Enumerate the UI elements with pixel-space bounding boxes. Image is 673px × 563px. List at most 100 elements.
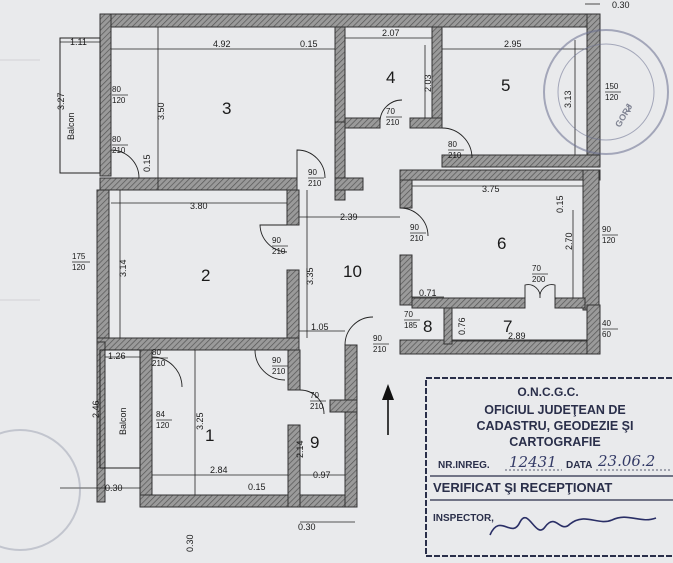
svg-text:200: 200	[532, 275, 546, 284]
dim-030-top: 0.30	[612, 0, 630, 10]
room-6-label: 6	[497, 234, 506, 253]
room-5-label: 5	[501, 76, 510, 95]
dim-335: 3.35	[305, 267, 315, 285]
dim-030-left: 0.30	[105, 483, 123, 493]
dim-105: 1.05	[311, 322, 329, 332]
dim-203: 2.03	[423, 74, 433, 92]
svg-text:90: 90	[308, 168, 317, 177]
room-4-label: 4	[386, 68, 395, 87]
stamp-line2: OFICIUL JUDEŢEAN DE	[484, 403, 625, 417]
dim-111: 1.11	[70, 37, 87, 47]
round-stamp-number: 1	[626, 104, 631, 114]
svg-text:120: 120	[602, 236, 616, 245]
svg-text:90: 90	[602, 225, 611, 234]
svg-text:185: 185	[404, 321, 418, 330]
svg-text:90: 90	[272, 356, 281, 365]
svg-text:120: 120	[605, 93, 619, 102]
dim-015-r6: 0.15	[555, 195, 565, 213]
dim-030-bottom: 0.30	[298, 522, 316, 532]
dim-492: 4.92	[213, 39, 231, 49]
svg-text:90: 90	[373, 334, 382, 343]
dimension-lines	[60, 3, 600, 523]
paper-marks	[0, 59, 40, 301]
entry-arrow	[382, 384, 394, 435]
svg-text:210: 210	[272, 367, 286, 376]
room-1-label: 1	[205, 426, 214, 445]
stamp-data-label: DATA	[566, 460, 592, 471]
dim-246: 2.46	[91, 400, 101, 418]
svg-text:210: 210	[272, 247, 286, 256]
room-9-label: 9	[310, 433, 319, 452]
room-3-label: 3	[222, 99, 231, 118]
svg-text:210: 210	[448, 151, 462, 160]
stamp-line3: CADASTRU, GEODEZIE ŞI	[477, 419, 634, 433]
dim-327: 3.27	[56, 92, 66, 110]
dim-126: 1.26	[108, 351, 126, 361]
room-2-label: 2	[201, 266, 210, 285]
svg-text:210: 210	[386, 118, 400, 127]
dim-076: 0.76	[457, 317, 467, 335]
dim-325: 3.25	[195, 412, 205, 430]
dim-270: 2.70	[564, 232, 574, 250]
dim-015-top: 0.15	[300, 39, 318, 49]
room-labels: 1 2 3 4 5 6 7 8 9 10	[201, 68, 512, 452]
dim-284: 2.84	[210, 465, 228, 475]
svg-text:210: 210	[373, 345, 387, 354]
dim-289: 2.89	[508, 331, 526, 341]
balcony-bottom-label: Balcon	[118, 407, 128, 435]
svg-text:210: 210	[410, 234, 424, 243]
svg-text:84: 84	[156, 410, 165, 419]
cadastre-stamp: O.N.C.G.C. OFICIUL JUDEŢEAN DE CADASTRU,…	[425, 377, 673, 557]
room-10-label: 10	[343, 262, 362, 281]
dim-380: 3.80	[190, 201, 208, 211]
svg-text:80: 80	[112, 135, 121, 144]
svg-text:210: 210	[308, 179, 322, 188]
svg-text:60: 60	[602, 330, 611, 339]
balconies	[59, 37, 141, 469]
svg-text:120: 120	[112, 96, 126, 105]
stamp-nr-value: 12431	[509, 453, 557, 471]
dim-207: 2.07	[382, 28, 400, 38]
svg-text:80: 80	[112, 85, 121, 94]
dim-295: 2.95	[504, 39, 522, 49]
room-8-label: 8	[423, 317, 432, 336]
svg-text:210: 210	[112, 146, 126, 155]
svg-text:70: 70	[532, 264, 541, 273]
dim-015-r1: 0.15	[248, 482, 266, 492]
stamp-line1: O.N.C.G.C.	[517, 385, 578, 399]
svg-text:90: 90	[272, 236, 281, 245]
svg-text:175: 175	[72, 252, 86, 261]
dim-097: 0.97	[313, 470, 331, 480]
dim-071: 0.71	[419, 288, 437, 298]
svg-text:120: 120	[156, 421, 170, 430]
stamp-nr-label: NR.INREG.	[438, 460, 490, 471]
round-stamp-text: GORJ	[613, 102, 634, 129]
svg-text:210: 210	[310, 402, 324, 411]
svg-text:120: 120	[72, 263, 86, 272]
svg-text:70: 70	[404, 310, 413, 319]
inspector-signature	[489, 516, 657, 536]
balcony-top-label: Balcon	[66, 112, 76, 140]
dim-015-r3: 0.15	[142, 154, 152, 172]
dimension-texts: 0.30 1.11 4.92 0.15 2.07 2.95 3.27 3.50 …	[56, 0, 630, 552]
svg-text:40: 40	[602, 319, 611, 328]
stamp-line4: CARTOGRAFIE	[509, 435, 600, 449]
dim-375: 3.75	[482, 184, 500, 194]
dim-030-vert: 0.30	[185, 534, 195, 552]
dim-239: 2.39	[340, 212, 358, 222]
